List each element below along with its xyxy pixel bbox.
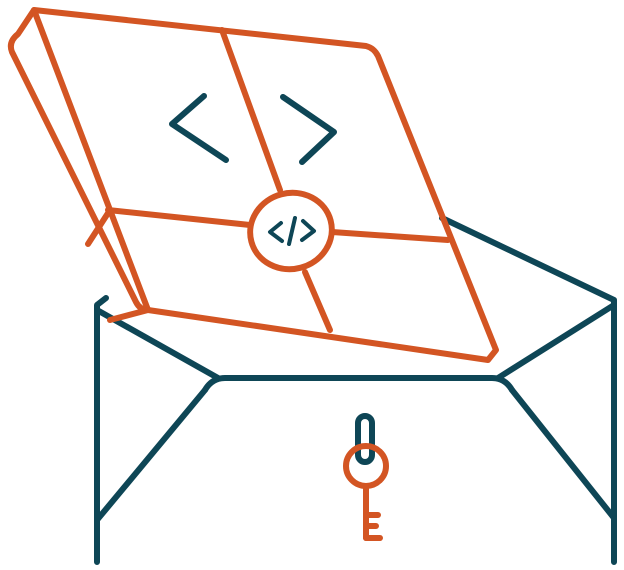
key-bow <box>343 443 389 489</box>
box-left-flap <box>94 307 221 523</box>
key-teeth <box>363 512 383 541</box>
lid-side-edge <box>31 7 151 313</box>
keyring-loop-icon <box>355 413 375 465</box>
code-seal-icon <box>268 216 316 246</box>
seal-slash-icon <box>287 216 297 246</box>
lid-side-bottom <box>85 207 151 323</box>
box-front-top-edge <box>202 375 515 393</box>
keyring-loop <box>355 413 375 465</box>
seal-bracket-left-icon <box>268 221 284 243</box>
box-lid <box>7 7 499 363</box>
box-left-back-edge <box>94 295 109 565</box>
lid-seal-ring <box>247 189 335 273</box>
chevron-right-icon <box>280 94 337 165</box>
box-right-flap <box>495 302 617 521</box>
code-brackets-icon <box>169 93 337 165</box>
box-right-back <box>439 215 617 565</box>
box-body <box>94 215 617 565</box>
lid-outline <box>7 7 499 363</box>
lid-seam-horizontal-left <box>105 207 253 228</box>
chevron-left-icon <box>169 93 229 163</box>
lid-seam-vertical-top <box>219 27 283 193</box>
lid-seam-vertical-bottom <box>302 269 333 333</box>
lid-seam-horizontal-right <box>329 229 451 243</box>
seal-bracket-right-icon <box>300 219 316 242</box>
key-icon <box>343 443 389 541</box>
